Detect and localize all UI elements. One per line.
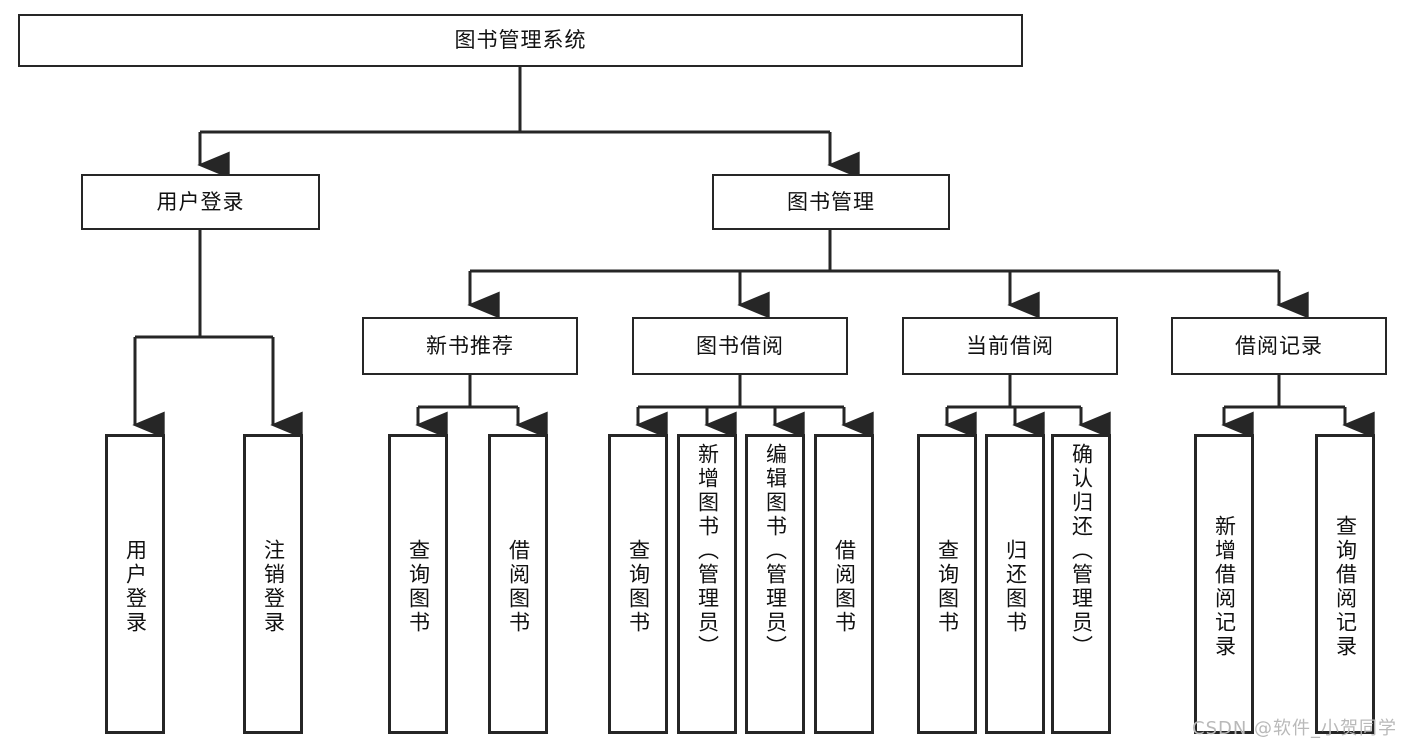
leaf-add-book-admin[interactable]: 新增图书（管理员）: [677, 434, 737, 734]
node-book-management[interactable]: 图书管理: [712, 174, 950, 230]
leaf-query-book-recommend[interactable]: 查询图书: [388, 434, 448, 734]
node-root-book-management-system[interactable]: 图书管理系统: [18, 14, 1023, 67]
leaf-user-login[interactable]: 用户登录: [105, 434, 165, 734]
leaf-borrow-book-recommend[interactable]: 借阅图书: [488, 434, 548, 734]
node-label: 当前借阅: [966, 333, 1054, 358]
node-user-login[interactable]: 用户登录: [81, 174, 320, 230]
leaf-label: 归还图书: [1003, 539, 1028, 635]
leaf-label: 借阅图书: [506, 539, 531, 635]
node-book-borrow[interactable]: 图书借阅: [632, 317, 848, 375]
node-label: 用户登录: [156, 189, 245, 214]
node-label: 图书管理: [787, 189, 875, 214]
leaf-return-book[interactable]: 归还图书: [985, 434, 1045, 734]
leaf-label: 确认归还（管理员）: [1069, 443, 1094, 659]
leaf-logout[interactable]: 注销登录: [243, 434, 303, 734]
leaf-label: 新增借阅记录: [1212, 515, 1237, 659]
leaf-confirm-return-admin[interactable]: 确认归还（管理员）: [1051, 434, 1111, 734]
leaf-label: 查询借阅记录: [1333, 515, 1358, 659]
leaf-label: 查询图书: [935, 539, 960, 635]
node-label: 图书借阅: [696, 333, 784, 358]
leaf-label: 新增图书（管理员）: [695, 443, 720, 659]
leaf-query-book-current[interactable]: 查询图书: [917, 434, 977, 734]
leaf-label: 借阅图书: [832, 539, 857, 635]
node-current-borrow[interactable]: 当前借阅: [902, 317, 1118, 375]
leaf-label: 查询图书: [626, 539, 651, 635]
leaf-add-borrow-record[interactable]: 新增借阅记录: [1194, 434, 1254, 734]
node-new-book-recommend[interactable]: 新书推荐: [362, 317, 578, 375]
leaf-label: 编辑图书（管理员）: [763, 443, 788, 659]
csdn-watermark: CSDN @软件_小贺同学: [1192, 718, 1398, 739]
leaf-query-book-borrow[interactable]: 查询图书: [608, 434, 668, 734]
leaf-label: 查询图书: [406, 539, 431, 635]
leaf-label: 用户登录: [123, 539, 148, 635]
node-borrow-record[interactable]: 借阅记录: [1171, 317, 1387, 375]
node-label: 图书管理系统: [454, 28, 587, 53]
node-label: 新书推荐: [426, 333, 514, 358]
leaf-borrow-book[interactable]: 借阅图书: [814, 434, 874, 734]
leaf-query-borrow-record[interactable]: 查询借阅记录: [1315, 434, 1375, 734]
leaf-label: 注销登录: [261, 539, 286, 635]
leaf-edit-book-admin[interactable]: 编辑图书（管理员）: [745, 434, 805, 734]
node-label: 借阅记录: [1235, 333, 1323, 358]
